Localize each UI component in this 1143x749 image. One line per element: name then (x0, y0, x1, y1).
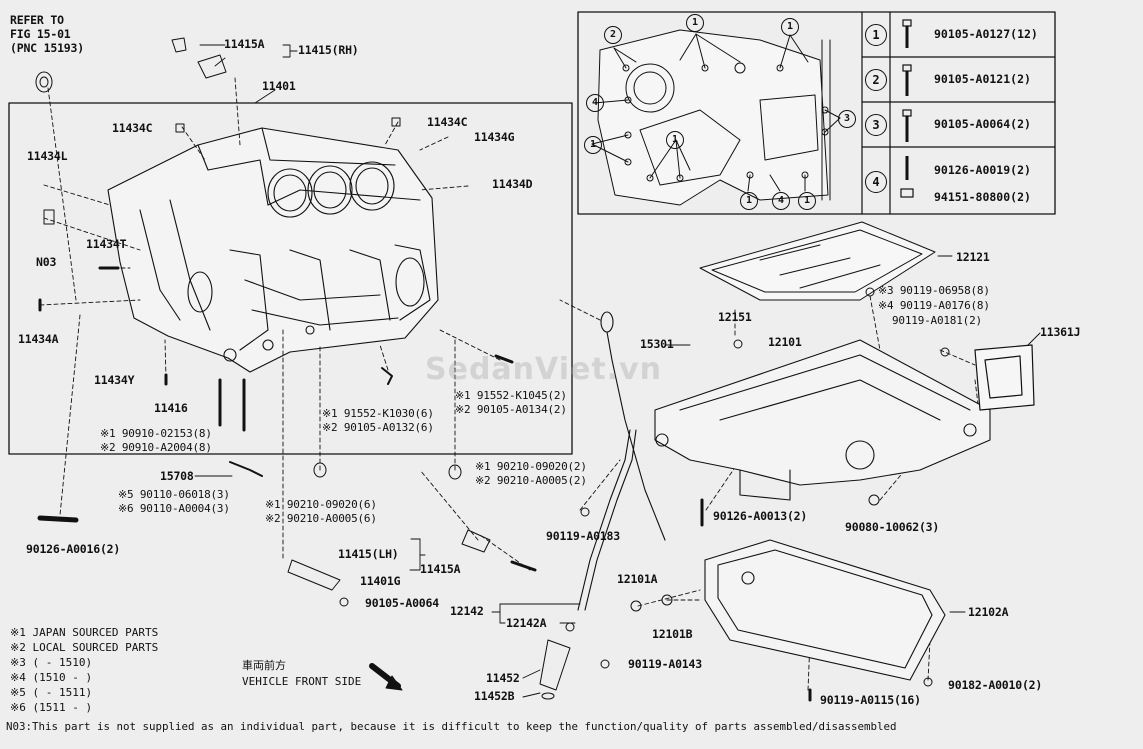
bolt-table-part-2: 90105-A0121(2) (934, 72, 1031, 86)
timing-cover-inset-drawing (591, 29, 841, 206)
cylinder-block-drawing (107, 127, 439, 373)
inset-callout-3: 3 (838, 110, 856, 128)
legend-line-6: ※6 (1511 - ) (10, 701, 93, 714)
legend-line-2: ※2 LOCAL SOURCED PARTS (10, 641, 159, 654)
part-label-12102a: 12102A (968, 605, 1009, 619)
watermark: SedanViet.vn (425, 352, 662, 387)
note-91552-k1030: ※1 91552-K1030(6) (322, 407, 434, 420)
oil-pan-lower-drawing (704, 539, 946, 681)
note-91552-k1045: ※1 91552-K1045(2) (455, 389, 567, 402)
inset-callout-1-center: 1 (666, 131, 684, 149)
baffle-plate-drawing (699, 221, 936, 301)
note-90119-a0181: 90119-A0181(2) (892, 314, 982, 327)
part-label-11415-rh: 11415(RH) (298, 43, 359, 57)
inset-callout-1-top-right: 1 (781, 18, 799, 36)
part-label-90080-10062: 90080-10062(3) (845, 520, 940, 534)
part-label-12151: 12151 (718, 310, 752, 324)
part-label-11415a-top: 11415A (224, 37, 265, 51)
inset-callout-1-left: 1 (584, 136, 602, 154)
inset-callout-4-bottom: 4 (772, 192, 790, 210)
note-90210-09020-right: ※1 90210-09020(2) (475, 460, 587, 473)
bolt-table-part-4b: 94151-80800(2) (934, 190, 1031, 204)
note-90105-a0134: ※2 90105-A0134(2) (455, 403, 567, 416)
legend-line-1: ※1 JAPAN SOURCED PARTS (10, 626, 159, 639)
note-90210-09020-middle: ※1 90210-09020(6) (265, 498, 377, 511)
part-label-12101b: 12101B (652, 627, 693, 641)
part-label-11401g: 11401G (360, 574, 401, 588)
part-label-12121: 12121 (956, 250, 990, 264)
part-label-15301: 15301 (640, 337, 674, 351)
part-label-11415-lh: 11415(LH) (338, 547, 399, 561)
note-90110-a0004: ※6 90110-A0004(3) (118, 502, 230, 515)
note-90910-02153: ※1 90910-02153(8) (100, 427, 212, 440)
bolt-table-num-2: 2 (865, 69, 887, 91)
legend-line-4: ※4 (1510 - ) (10, 671, 93, 684)
note-90105-a0132: ※2 90105-A0132(6) (322, 421, 434, 434)
part-label-90182-a0010: 90182-A0010(2) (948, 678, 1043, 692)
bolt-table-part-3: 90105-A0064(2) (934, 117, 1031, 131)
dipstick-drawing (600, 311, 666, 541)
part-label-11416: 11416 (154, 401, 188, 415)
part-label-11401: 11401 (262, 79, 296, 93)
part-label-n03: N03 (36, 255, 57, 269)
plate-11361j-drawing (974, 344, 1035, 411)
part-label-11415a-bottom: 11415A (420, 562, 461, 576)
bolt-table-part-1: 90105-A0127(12) (934, 27, 1038, 41)
dipstick-guide-drawing (577, 429, 637, 611)
part-label-11434l: 11434L (27, 149, 68, 163)
part-label-15708: 15708 (160, 469, 194, 483)
inset-callout-1-bottom-right: 1 (798, 192, 816, 210)
part-label-11434t: 11434T (86, 237, 127, 251)
part-label-12101a: 12101A (617, 572, 658, 586)
inset-callout-1-bottom: 1 (740, 192, 758, 210)
refer-line-2: FIG 15-01 (10, 27, 71, 41)
inset-view-frame (577, 11, 1056, 215)
bolt-table-icons (900, 19, 914, 198)
refer-line-1: REFER TO (10, 13, 64, 27)
legend-line-3: ※3 ( - 1510) (10, 656, 93, 669)
inset-callout-4-left: 4 (586, 94, 604, 112)
bolt-table-part-4a: 90126-A0019(2) (934, 163, 1031, 177)
note-90910-a2004: ※2 90910-A2004(8) (100, 441, 212, 454)
cylinder-block-frame (8, 102, 573, 455)
part-label-11361j: 11361J (1040, 325, 1081, 339)
note-90210-a0005-middle: ※2 90210-A0005(6) (265, 512, 377, 525)
part-label-11434y: 11434Y (94, 373, 135, 387)
refer-line-3: (PNC 15193) (10, 41, 84, 55)
footnote-n03: N03:This part is not supplied as an indi… (6, 720, 897, 733)
bolt-table-num-4: 4 (865, 171, 887, 193)
small-parts-drawing (35, 37, 950, 702)
part-label-90105-a0064: 90105-A0064 (365, 596, 439, 610)
inset-callout-2: 2 (604, 26, 622, 44)
part-label-11452b: 11452B (474, 689, 515, 703)
part-label-11434c-right: 11434C (427, 115, 468, 129)
note-90110-06018: ※5 90110-06018(3) (118, 488, 230, 501)
note-90119-06958: ※3 90119-06958(8) (878, 284, 990, 297)
note-90210-a0005-right: ※2 90210-A0005(2) (475, 474, 587, 487)
direction-label-en: VEHICLE FRONT SIDE (242, 675, 362, 688)
part-label-12142a: 12142A (506, 616, 547, 630)
part-label-11452: 11452 (486, 671, 520, 685)
part-label-90119-a0143: 90119-A0143 (628, 657, 702, 671)
bolt-table-num-1: 1 (865, 24, 887, 46)
part-label-12142: 12142 (450, 604, 484, 618)
inset-callout-1-top: 1 (686, 14, 704, 32)
part-label-90126-a0016: 90126-A0016(2) (26, 542, 121, 556)
part-label-12101: 12101 (768, 335, 802, 349)
part-label-11434a: 11434A (18, 332, 59, 346)
bolt-table-num-3: 3 (865, 114, 887, 136)
part-label-90126-a0013: 90126-A0013(2) (713, 509, 808, 523)
part-label-90119-a0115: 90119-A0115(16) (820, 693, 921, 707)
part-label-11434c-left: 11434C (112, 121, 153, 135)
part-label-11434g: 11434G (474, 130, 515, 144)
direction-label-jp: 車両前方 (242, 659, 286, 672)
part-label-11434d: 11434D (492, 177, 533, 191)
part-label-90119-a0183: 90119-A0183 (546, 529, 620, 543)
oil-pan-upper-drawing (654, 339, 991, 501)
legend-line-5: ※5 ( - 1511) (10, 686, 93, 699)
note-90119-a0176: ※4 90119-A0176(8) (878, 299, 990, 312)
